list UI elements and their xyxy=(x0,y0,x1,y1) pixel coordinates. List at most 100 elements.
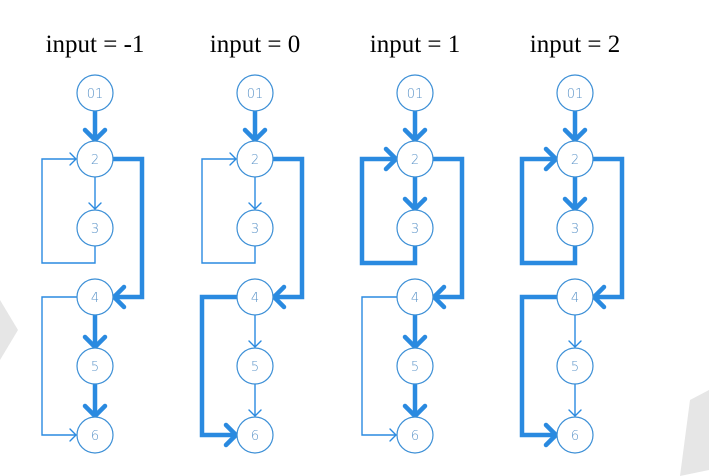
node-label: 2 xyxy=(411,153,419,168)
node-circle xyxy=(396,209,434,247)
node-circle xyxy=(236,209,274,247)
arrowhead-3-to-2 xyxy=(229,152,237,166)
node-circle xyxy=(236,347,274,385)
node-label: 3 xyxy=(251,222,259,237)
node-n4: 4 xyxy=(76,278,114,316)
edge-3-to-2-loop xyxy=(519,156,578,266)
node-n1: 01 xyxy=(556,74,594,112)
edge-4-to-6 xyxy=(361,296,397,436)
arrowhead-2-to-4 xyxy=(431,284,447,310)
node-n5: 5 xyxy=(76,347,114,385)
node-circle xyxy=(76,347,114,385)
edge-3-to-2-loop xyxy=(41,158,96,264)
flow-panel: input = 0 01 2 3 4 5 6 xyxy=(199,31,305,454)
node-n1: 01 xyxy=(236,74,274,112)
node-circle xyxy=(556,140,594,178)
node-label: 01 xyxy=(407,87,424,102)
node-circle xyxy=(396,74,434,112)
node-circle xyxy=(396,140,434,178)
flow-panel: input = -1 01 2 3 4 5 6 xyxy=(41,31,145,454)
node-label: 6 xyxy=(571,429,579,444)
arrowhead-4-to-6 xyxy=(389,428,397,442)
node-n3: 3 xyxy=(556,209,594,247)
arrowhead-4-to-5 xyxy=(568,340,582,348)
edge-4-to-6 xyxy=(519,294,557,438)
node-n6: 6 xyxy=(76,416,114,454)
node-label: 6 xyxy=(411,429,419,444)
node-n5: 5 xyxy=(396,347,434,385)
node-circle xyxy=(556,278,594,316)
node-label: 4 xyxy=(251,291,259,306)
node-n5: 5 xyxy=(236,347,274,385)
edge-4-to-6 xyxy=(41,296,77,436)
node-circle xyxy=(236,74,274,112)
node-label: 5 xyxy=(91,360,99,375)
node-n4: 4 xyxy=(396,278,434,316)
arrowhead-4-to-6 xyxy=(223,422,239,448)
arrowhead-3-to-2 xyxy=(383,146,399,172)
node-label: 5 xyxy=(251,360,259,375)
node-circle xyxy=(556,74,594,112)
node-label: 01 xyxy=(87,87,104,102)
node-label: 4 xyxy=(411,291,419,306)
node-circle xyxy=(76,209,114,247)
node-label: 5 xyxy=(571,360,579,375)
arrowhead-3-to-2 xyxy=(69,152,77,166)
node-circle xyxy=(556,347,594,385)
arrowhead-5-to-6 xyxy=(568,409,582,417)
node-circle xyxy=(396,416,434,454)
arrowhead-2-to-3 xyxy=(562,196,588,212)
arrowhead-2-to-4 xyxy=(111,284,127,310)
arrowhead-4-to-5 xyxy=(402,334,428,350)
arrowhead-4-to-6 xyxy=(543,422,559,448)
node-n6: 6 xyxy=(236,416,274,454)
node-n4: 4 xyxy=(236,278,274,316)
arrowhead-1-to-2 xyxy=(562,127,588,143)
arrowhead-1-to-2 xyxy=(82,127,108,143)
node-circle xyxy=(236,278,274,316)
panel-title: input = 1 xyxy=(370,31,461,58)
edge-3-to-2-loop xyxy=(359,156,418,266)
node-label: 01 xyxy=(247,87,264,102)
arrowhead-5-to-6 xyxy=(248,409,262,417)
node-label: 5 xyxy=(411,360,419,375)
node-n2: 2 xyxy=(76,140,114,178)
node-n2: 2 xyxy=(236,140,274,178)
node-label: 3 xyxy=(91,222,99,237)
node-circle xyxy=(76,140,114,178)
node-circle xyxy=(76,74,114,112)
panel-title: input = -1 xyxy=(46,31,145,58)
flow-panel: input = 2 01 2 3 4 5 6 xyxy=(519,31,625,454)
flow-panel: input = 1 01 2 3 4 5 6 xyxy=(359,31,465,454)
edge-2-to-4 xyxy=(113,156,145,300)
arrowhead-2-to-4 xyxy=(591,284,607,310)
node-label: 2 xyxy=(91,153,99,168)
node-circle xyxy=(396,278,434,316)
arrowhead-2-to-3 xyxy=(248,202,262,210)
panel-title: input = 0 xyxy=(210,31,301,58)
arrowhead-2-to-3 xyxy=(402,196,428,212)
node-n6: 6 xyxy=(556,416,594,454)
arrowhead-1-to-2 xyxy=(242,127,268,143)
node-label: 2 xyxy=(251,153,259,168)
node-circle xyxy=(76,278,114,316)
node-n5: 5 xyxy=(556,347,594,385)
node-circle xyxy=(556,209,594,247)
arrowhead-5-to-6 xyxy=(402,403,428,419)
node-label: 01 xyxy=(567,87,584,102)
edge-2-to-4 xyxy=(273,156,305,300)
background-watermark xyxy=(0,300,709,476)
arrowhead-2-to-4 xyxy=(271,284,287,310)
node-circle xyxy=(236,140,274,178)
node-label: 4 xyxy=(571,291,579,306)
arrowhead-2-to-3 xyxy=(88,202,102,210)
node-label: 4 xyxy=(91,291,99,306)
node-n2: 2 xyxy=(556,140,594,178)
arrowhead-1-to-2 xyxy=(402,127,428,143)
node-n1: 01 xyxy=(396,74,434,112)
arrowhead-4-to-5 xyxy=(248,340,262,348)
panel-title: input = 2 xyxy=(530,31,621,58)
node-n3: 3 xyxy=(396,209,434,247)
node-circle xyxy=(76,416,114,454)
